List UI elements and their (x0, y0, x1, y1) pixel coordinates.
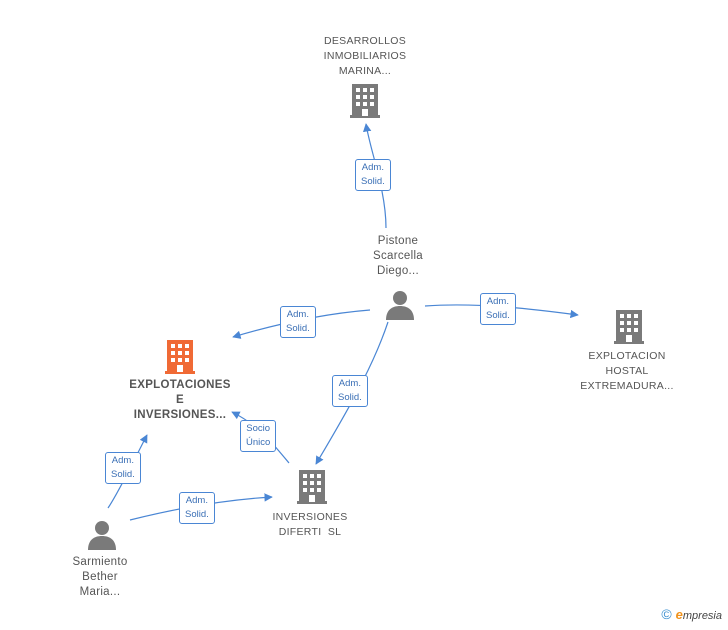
label-line: Diego... (376, 265, 420, 277)
label-line: HOSTAL (605, 365, 649, 377)
label-line: INMOBILIARIOS (323, 50, 407, 62)
badge-line: Solid. (361, 176, 385, 187)
person-icon[interactable] (88, 521, 116, 550)
label-line: Maria... (79, 586, 121, 598)
label-line: Pistone (377, 235, 419, 247)
edge-badge-pistone-hostal[interactable]: Adm. Solid. (480, 293, 516, 325)
badge-line: Adm. (111, 455, 134, 466)
copyright-icon: © (661, 606, 672, 622)
badge-line: Solid. (338, 392, 362, 403)
building-icon[interactable] (165, 340, 195, 374)
building-icon[interactable] (297, 470, 327, 504)
label-line: E (176, 394, 184, 406)
badge-line: Único (246, 437, 271, 448)
building-icon[interactable] (350, 84, 380, 118)
badge-line: Adm. (361, 162, 384, 173)
edge-badge-pistone-explotaciones[interactable]: Adm. Solid. (280, 306, 316, 338)
copyright-notice: ©empresia (661, 606, 722, 622)
badge-line: Adm. (338, 378, 361, 389)
node-label-explotacion-hostal[interactable]: EXPLOTACION HOSTAL EXTREMADURA... (562, 349, 692, 394)
edge-badge-sarmiento-diferti[interactable]: Adm. Solid. (179, 492, 215, 524)
label-line: EXTREMADURA... (580, 380, 674, 392)
label-line: Bether (82, 571, 118, 583)
building-icon[interactable] (614, 310, 644, 344)
badge-line: Adm. (185, 495, 208, 506)
badge-line: Solid. (185, 509, 209, 520)
edge-badge-diferti-explotaciones[interactable]: Socio Único (240, 420, 277, 452)
label-line: INVERSIONES... (133, 409, 227, 421)
edge-badge-pistone-diferti[interactable]: Adm. Solid. (332, 375, 368, 407)
label-line: EXPLOTACION (588, 350, 666, 362)
badge-line: Adm. (286, 309, 309, 320)
label-line: Scarcella (373, 250, 423, 262)
badge-line: Solid. (486, 310, 510, 321)
label-line: Sarmiento (72, 556, 128, 568)
badge-line: Adm. (486, 296, 509, 307)
node-label-sarmiento[interactable]: Sarmiento Bether Maria... (50, 555, 150, 600)
person-icon[interactable] (386, 291, 414, 320)
badge-line: Solid. (111, 469, 135, 480)
label-line: MARINA... (338, 65, 392, 77)
badge-line: Solid. (286, 323, 310, 334)
label-line: DESARROLLOS (323, 35, 407, 47)
label-line: DIFERTI SL (278, 526, 342, 538)
label-line: EXPLOTACIONES (129, 379, 231, 391)
edge-badge-sarmiento-explotaciones[interactable]: Adm. Solid. (105, 452, 141, 484)
node-label-inversiones-diferti[interactable]: INVERSIONES DIFERTI SL (250, 510, 370, 540)
node-label-desarrollos[interactable]: DESARROLLOS INMOBILIARIOS MARINA... (300, 34, 430, 79)
node-label-explotaciones[interactable]: EXPLOTACIONES E INVERSIONES... (110, 378, 250, 423)
edge-badge-pistone-desarrollos[interactable]: Adm. Solid. (355, 159, 391, 191)
brand-name: mpresia (682, 610, 722, 622)
badge-line: Socio (246, 423, 271, 434)
label-line: INVERSIONES (272, 511, 348, 523)
brand-logo-initial: e (675, 607, 683, 622)
node-label-pistone[interactable]: Pistone Scarcella Diego... (340, 234, 456, 279)
